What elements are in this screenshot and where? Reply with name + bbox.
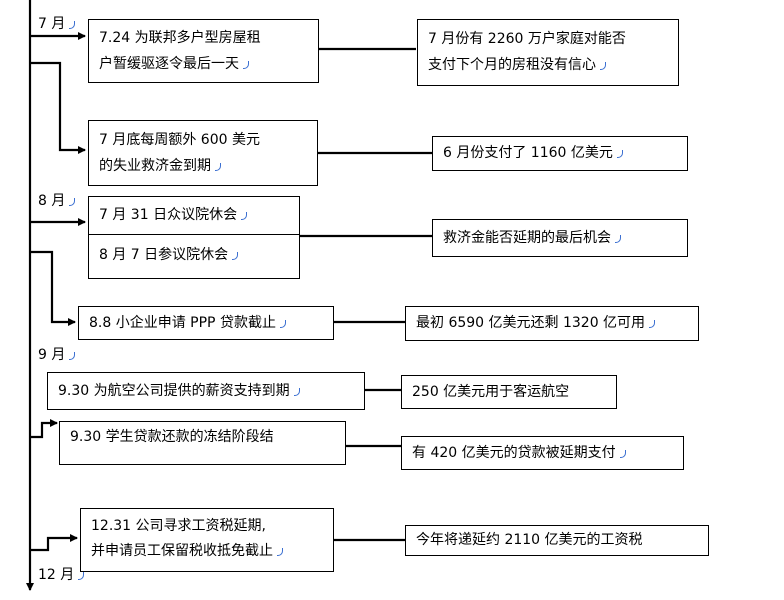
note-box-ev6: 有 420 亿美元的贷款被延期支付: [401, 436, 684, 470]
event-text: 7 月 31 日众议院休会: [89, 197, 299, 235]
event-box-ev7: 12.31 公司寻求工资税延期, 并申请员工保留税收抵免截止: [80, 508, 334, 572]
note-text: 250 亿美元用于客运航空: [412, 384, 570, 400]
note-box-ev3: 救济金能否延期的最后机会: [432, 219, 688, 257]
note-box-ev1: 7 月份有 2260 万户家庭对能否 支付下个月的房租没有信心: [417, 19, 679, 86]
event-box-ev4: 8.8 小企业申请 PPP 贷款截止: [78, 306, 334, 340]
note-text: 最初 6590 亿美元还剩 1320 亿可用: [416, 315, 646, 331]
event-text: 12.31 公司寻求工资税延期,: [91, 518, 266, 534]
note-box-ev5: 250 亿美元用于客运航空: [401, 375, 617, 409]
branch-ev2: [30, 61, 86, 154]
event-text: 9.30 为航空公司提供的薪资支持到期: [58, 383, 290, 399]
note-text: 今年将递延约 2110 亿美元的工资税: [416, 532, 643, 548]
month-label-jul: 7 月: [36, 15, 78, 33]
note-text: 7 月份有 2260 万户家庭对能否: [428, 31, 626, 47]
event-text: 9.30 学生贷款还款的冻结阶段结: [70, 429, 274, 445]
note-text: 有 420 亿美元的贷款被延期支付: [412, 445, 616, 461]
event-text: 7 月底每周额外 600 美元: [99, 132, 260, 148]
branch-ev4: [30, 250, 76, 326]
note-text: 支付下个月的房租没有信心: [428, 52, 668, 78]
note-text: 救济金能否延期的最后机会: [443, 230, 611, 246]
edit-mark-icon: [277, 548, 283, 556]
event-box-ev6: 9.30 学生贷款还款的冻结阶段结: [59, 421, 346, 465]
event-text: 7.24 为联邦多户型房屋租: [99, 30, 261, 46]
month-label-dec: 12 月: [36, 566, 87, 584]
event-box-ev3: 7 月 31 日众议院休会 8 月 7 日参议院休会: [88, 196, 300, 279]
event-text: 的失业救济金到期: [99, 153, 307, 179]
edit-mark-icon: [215, 163, 221, 171]
month-label-aug: 8 月: [36, 192, 78, 210]
note-box-ev2: 6 月份支付了 1160 亿美元: [432, 136, 688, 171]
event-box-ev1: 7.24 为联邦多户型房屋租 户暂缓驱逐令最后一天: [88, 19, 319, 83]
edit-mark-icon: [649, 320, 656, 328]
edit-mark-icon: [615, 235, 621, 243]
event-box-ev2: 7 月底每周额外 600 美元 的失业救济金到期: [88, 120, 318, 186]
edit-mark-icon: [600, 62, 606, 70]
edit-mark-icon: [69, 352, 76, 360]
edit-mark-icon: [243, 61, 249, 69]
event-text: 8 月 7 日参议院休会: [89, 235, 299, 275]
edit-mark-icon: [69, 21, 76, 29]
edit-mark-icon: [619, 450, 626, 458]
event-text: 并申请员工保留税收抵免截止: [91, 539, 323, 564]
edit-mark-icon: [293, 388, 300, 396]
edit-mark-icon: [78, 572, 85, 580]
event-text: 8.8 小企业申请 PPP 贷款截止: [89, 315, 276, 331]
branch-ev6: [30, 419, 58, 439]
note-box-ev4: 最初 6590 亿美元还剩 1320 亿可用: [405, 306, 699, 341]
edit-mark-icon: [241, 212, 248, 220]
event-text: 户暂缓驱逐令最后一天: [99, 51, 308, 77]
branch-ev7: [30, 534, 78, 552]
note-box-ev7: 今年将递延约 2110 亿美元的工资税: [405, 525, 709, 556]
edit-mark-icon: [232, 252, 239, 260]
month-label-sep: 9 月: [36, 346, 78, 364]
edit-mark-icon: [616, 150, 623, 158]
event-box-ev5: 9.30 为航空公司提供的薪资支持到期: [47, 372, 365, 410]
edit-mark-icon: [279, 320, 286, 328]
note-text: 6 月份支付了 1160 亿美元: [443, 145, 613, 161]
edit-mark-icon: [69, 198, 76, 206]
